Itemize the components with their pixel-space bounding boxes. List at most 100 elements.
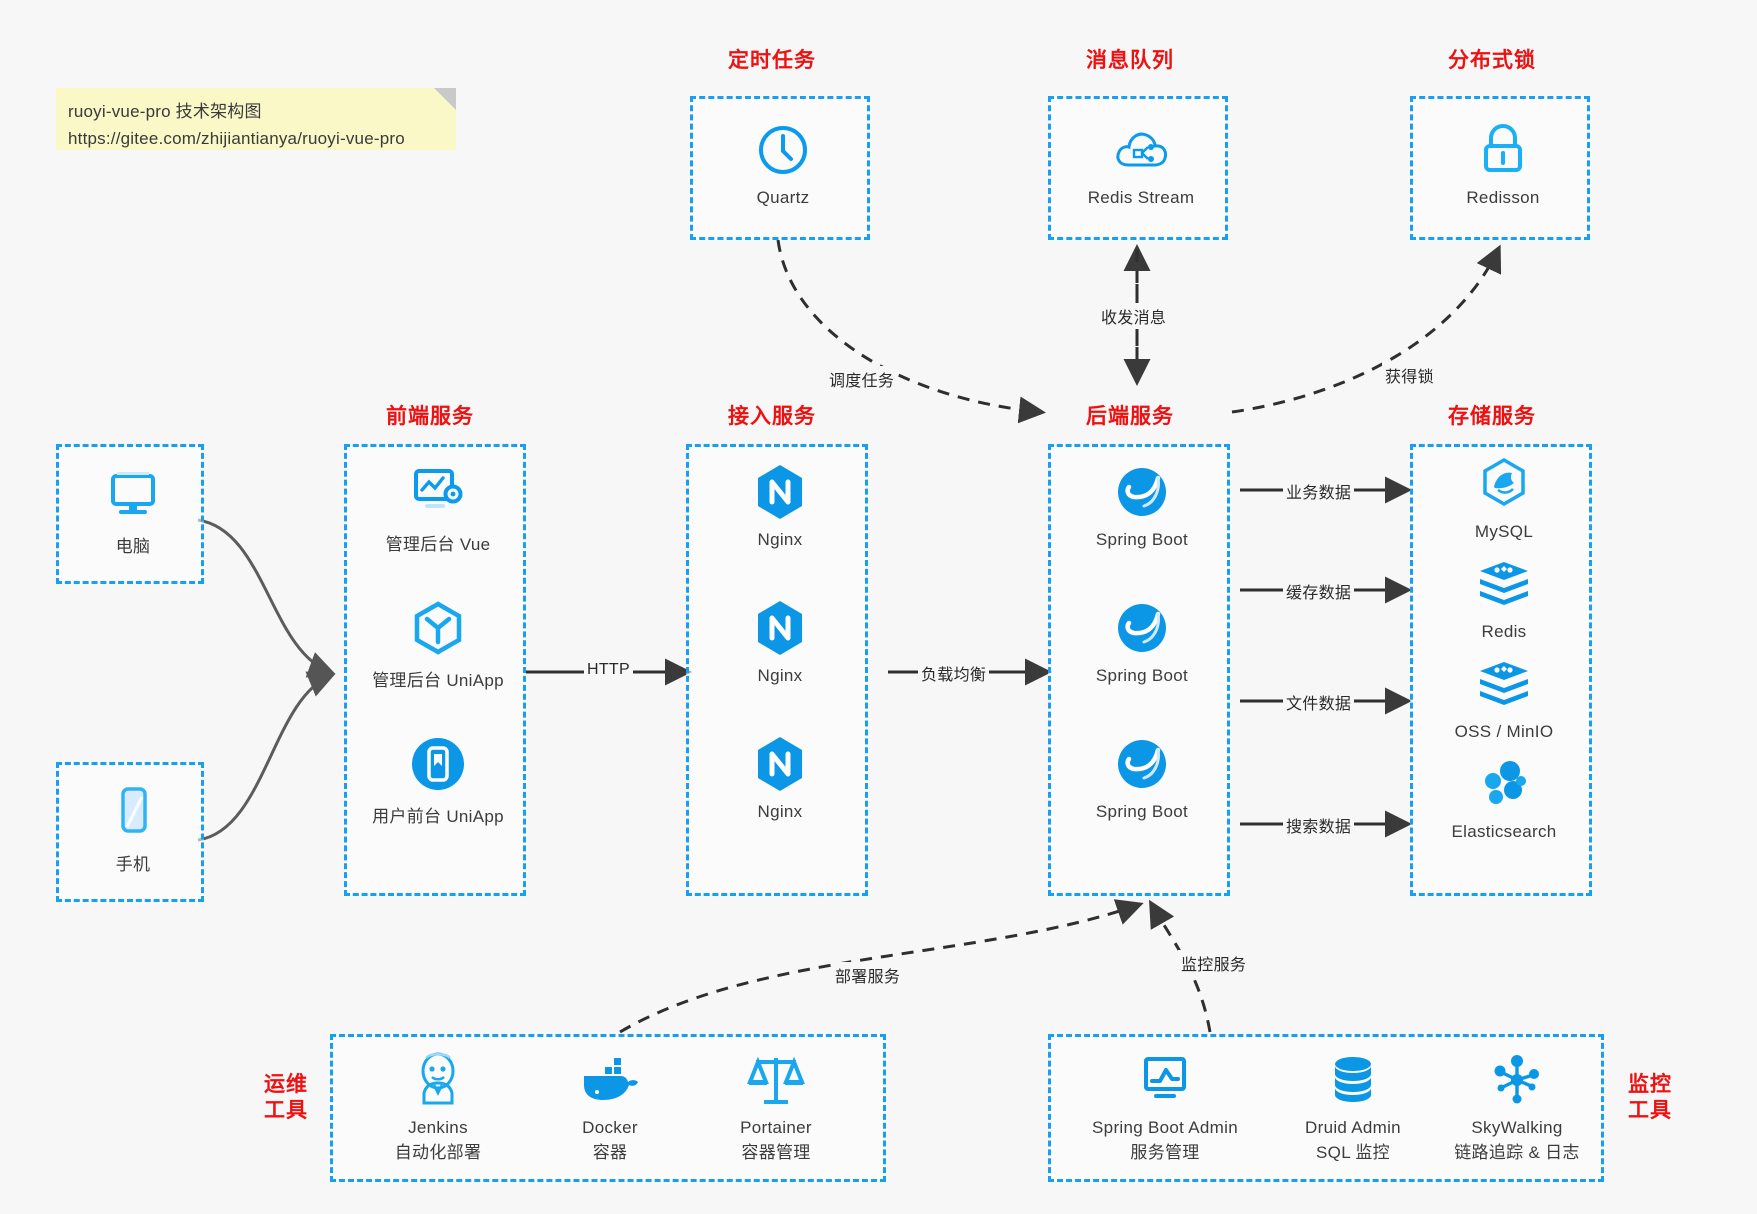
spring-leaf-icon	[1067, 733, 1217, 795]
node-quartz[interactable]: Quartz	[708, 119, 858, 208]
group-box-frontend: 管理后台 Vue 管理后台 UniApp 用户前台 UniApp	[344, 444, 526, 896]
node-elasticsearch[interactable]: Elasticsearch	[1429, 753, 1579, 842]
portainer-scale-icon	[701, 1049, 851, 1111]
node-admin-vue[interactable]: 管理后台 Vue	[363, 461, 513, 555]
node-user-uniapp[interactable]: 用户前台 UniApp	[363, 733, 513, 827]
note-title: ruoyi-vue-pro 技术架构图	[68, 102, 262, 121]
node-label: 管理后台 Vue	[385, 535, 491, 554]
group-caption-monitor-line1: 监控	[1628, 1073, 1672, 1096]
node-oss-minio[interactable]: OSS / MinIO	[1429, 653, 1579, 742]
node-mobile[interactable]: 手机	[58, 781, 208, 875]
node-mysql[interactable]: MySQL	[1429, 453, 1579, 542]
edge-label-file-data: 文件数据	[1283, 689, 1355, 715]
group-caption-gateway: 接入服务	[728, 405, 816, 428]
group-box-gateway: Nginx Nginx Nginx	[686, 444, 868, 896]
node-label: Elasticsearch	[1451, 822, 1557, 841]
monitor-chart-icon	[1069, 1049, 1261, 1111]
skywalking-node-icon	[1421, 1049, 1613, 1111]
group-caption-devops: 运维 工具	[258, 1072, 314, 1124]
node-docker[interactable]: Docker 容器	[535, 1049, 685, 1163]
node-nginx-2[interactable]: Nginx	[705, 597, 855, 686]
node-nginx-1[interactable]: Nginx	[705, 461, 855, 550]
group-caption-lock: 分布式锁	[1448, 49, 1536, 72]
edge-label-business-data: 业务数据	[1283, 478, 1355, 504]
node-redis-stream[interactable]: Redis Stream	[1066, 119, 1216, 208]
node-label: Docker	[582, 1118, 638, 1137]
node-sublabel: 服务管理	[1130, 1143, 1200, 1162]
node-nginx-3[interactable]: Nginx	[705, 733, 855, 822]
group-caption-storage: 存储服务	[1448, 405, 1536, 428]
group-caption-frontend: 前端服务	[386, 405, 474, 428]
node-spring-boot-1[interactable]: Spring Boot	[1067, 461, 1217, 550]
group-box-backend: Spring Boot Spring Boot Spring Boot	[1048, 444, 1230, 896]
group-box-mq: Redis Stream	[1048, 96, 1228, 240]
node-label: Spring Boot	[1095, 802, 1189, 821]
group-caption-monitor-line2: 工具	[1628, 1099, 1672, 1122]
node-desktop[interactable]: 电脑	[58, 463, 208, 557]
edge-label-monitor-service: 监控服务	[1178, 950, 1250, 976]
node-label: Spring Boot	[1095, 666, 1189, 685]
oss-stack-icon	[1429, 653, 1579, 715]
group-caption-backend: 后端服务	[1086, 405, 1174, 428]
mobile-phone-icon	[58, 781, 208, 843]
group-caption-devops-line2: 工具	[264, 1099, 308, 1122]
group-caption-scheduler: 定时任务	[728, 49, 816, 72]
group-caption-devops-line1: 运维	[264, 1073, 308, 1096]
node-label: Redisson	[1466, 188, 1540, 207]
cube-hexagon-icon	[363, 597, 513, 659]
edge-label-send-receive-msg: 收发消息	[1098, 303, 1170, 329]
node-jenkins[interactable]: Jenkins 自动化部署	[363, 1049, 513, 1163]
database-cylinder-icon	[1263, 1049, 1443, 1111]
node-label: Spring Boot Admin	[1092, 1118, 1238, 1137]
cloud-stream-icon	[1066, 119, 1216, 181]
node-spring-boot-3[interactable]: Spring Boot	[1067, 733, 1217, 822]
node-sublabel: 容器	[592, 1143, 628, 1162]
group-box-scheduler: Quartz	[690, 96, 870, 240]
group-box-lock: Redisson	[1410, 96, 1590, 240]
mysql-dolphin-icon	[1429, 453, 1579, 515]
node-redis[interactable]: Redis	[1429, 553, 1579, 642]
edge-label-schedule-task: 调度任务	[826, 366, 898, 392]
edge-label-cache-data: 缓存数据	[1283, 578, 1355, 604]
node-label: 手机	[115, 855, 151, 874]
node-spring-boot-2[interactable]: Spring Boot	[1067, 597, 1217, 686]
group-box-devops: Jenkins 自动化部署	[330, 1034, 886, 1182]
sticky-note: ruoyi-vue-pro 技术架构图 https://gitee.com/zh…	[56, 88, 456, 150]
nginx-icon	[705, 597, 855, 659]
node-sublabel: 自动化部署	[394, 1143, 482, 1162]
edge-label-search-data: 搜索数据	[1283, 812, 1355, 838]
edge-label-load-balance: 负载均衡	[918, 660, 990, 686]
node-sublabel: 链路追踪 & 日志	[1454, 1143, 1580, 1162]
nginx-icon	[705, 733, 855, 795]
node-label: Quartz	[756, 188, 810, 207]
node-skywalking[interactable]: SkyWalking 链路追踪 & 日志	[1421, 1049, 1613, 1163]
node-admin-uniapp[interactable]: 管理后台 UniApp	[363, 597, 513, 691]
jenkins-butler-icon	[363, 1049, 513, 1111]
edge-label-http: HTTP	[584, 660, 633, 680]
group-caption-monitor: 监控 工具	[1622, 1072, 1678, 1124]
nginx-icon	[705, 461, 855, 523]
node-druid-admin[interactable]: Druid Admin SQL 监控	[1263, 1049, 1443, 1163]
edge-label-deploy-service: 部署服务	[832, 962, 904, 988]
group-box-client-desktop: 电脑	[56, 444, 204, 584]
group-box-monitor: Spring Boot Admin 服务管理 Druid Admin SQL 监…	[1048, 1034, 1604, 1182]
node-label: Portainer	[740, 1118, 812, 1137]
node-label: Jenkins	[408, 1118, 468, 1137]
clock-icon	[708, 119, 858, 181]
edge-label-acquire-lock: 获得锁	[1382, 362, 1437, 388]
group-caption-mq: 消息队列	[1086, 49, 1174, 72]
node-label: 用户前台 UniApp	[372, 807, 504, 826]
node-label: Druid Admin	[1305, 1118, 1401, 1137]
node-sublabel: 容器管理	[741, 1143, 811, 1162]
node-label: Nginx	[757, 530, 803, 549]
node-label: Redis Stream	[1087, 188, 1195, 207]
note-url: https://gitee.com/zhijiantianya/ruoyi-vu…	[68, 129, 405, 148]
node-portainer[interactable]: Portainer 容器管理	[701, 1049, 851, 1163]
node-label: OSS / MinIO	[1454, 722, 1554, 741]
spring-leaf-icon	[1067, 597, 1217, 659]
node-spring-boot-admin[interactable]: Spring Boot Admin 服务管理	[1069, 1049, 1261, 1163]
spring-leaf-icon	[1067, 461, 1217, 523]
node-redisson[interactable]: Redisson	[1428, 119, 1578, 208]
node-label: SkyWalking	[1471, 1118, 1563, 1137]
